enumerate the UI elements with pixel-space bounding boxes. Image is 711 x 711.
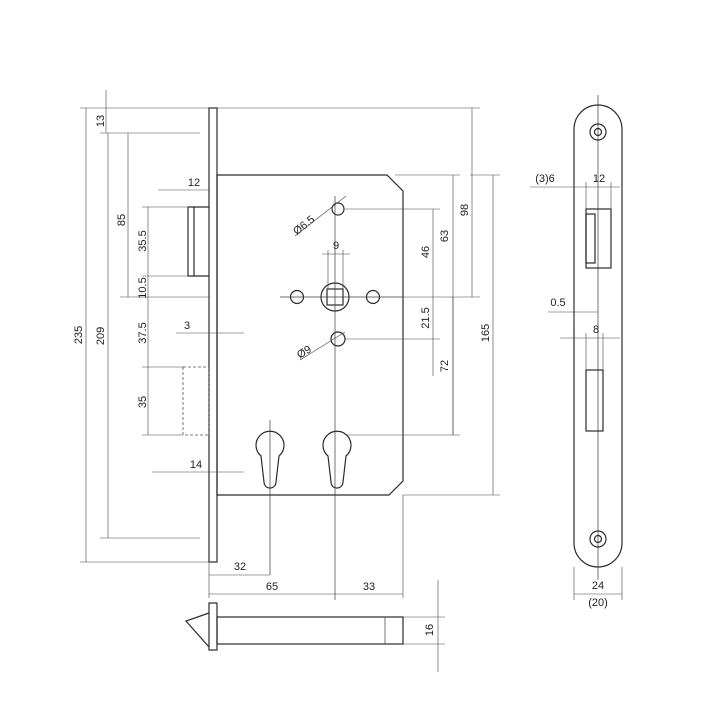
side-screw-bottom-inner — [593, 534, 603, 544]
dim-24: 24 — [592, 580, 604, 592]
dim-33: 33 — [363, 581, 375, 593]
side-screw-bottom — [589, 530, 607, 548]
dim-72: 72 — [439, 360, 451, 372]
section-body — [216, 616, 404, 645]
dim-phi-9: Ø9 — [295, 343, 314, 361]
dim-63: 63 — [439, 230, 451, 242]
faceplate — [208, 107, 218, 563]
lock-body — [216, 174, 404, 496]
dim-3-6: (3)6 — [535, 173, 555, 185]
dim-35-5: 35.5 — [137, 230, 149, 251]
right-dimensions: 98 63 46 21.5 72 165 Ø6.5 Ø9 9 — [217, 107, 500, 496]
dim-98: 98 — [459, 204, 471, 216]
bottom-dimensions: 32 65 33 — [208, 495, 404, 598]
dim-0-5: 0.5 — [550, 297, 565, 309]
dim-65: 65 — [266, 581, 278, 593]
dim-37-5: 37.5 — [137, 322, 149, 343]
cylinder-profile-right — [322, 430, 352, 489]
dim-3: 3 — [184, 320, 190, 332]
screw-hole-top — [331, 202, 345, 216]
dim-85: 85 — [116, 214, 128, 226]
dim-16: 16 — [424, 624, 436, 636]
left-dimensions: 235 13 209 85 35.5 10.5 37.5 35 12 3 — [73, 90, 244, 563]
side-latch — [585, 208, 612, 269]
dim-32: 32 — [234, 561, 246, 573]
side-screw-top — [589, 123, 607, 141]
dim-12-latch: 12 — [188, 177, 200, 189]
section-latch — [184, 612, 210, 648]
latch-bolt — [187, 206, 209, 277]
cylinder-profile-left — [255, 430, 285, 489]
dim-35: 35 — [137, 396, 149, 408]
side-latch-inner — [585, 213, 596, 264]
dim-209: 209 — [95, 327, 107, 345]
dim-13: 13 — [95, 115, 107, 127]
screw-hole-mid — [330, 331, 346, 347]
dim-9: 9 — [333, 240, 339, 252]
side-screw-top-inner — [593, 127, 603, 137]
side-deadbolt — [585, 369, 604, 432]
section-faceplate — [208, 602, 218, 651]
dim-235: 235 — [73, 326, 85, 344]
dim-21-5: 21.5 — [420, 307, 432, 328]
dim-46: 46 — [420, 246, 432, 258]
dim-14: 14 — [190, 459, 202, 471]
side-view: (3)6 12 0.5 8 24 (20) — [530, 95, 623, 609]
dim-phi-6-5: Ø6.5 — [291, 214, 317, 238]
dim-8: 8 — [593, 324, 599, 336]
dim-20: (20) — [588, 597, 608, 609]
dead-bolt — [182, 366, 210, 436]
dim-10-5: 10.5 — [137, 277, 149, 298]
front-view — [182, 107, 404, 600]
dim-165: 165 — [480, 324, 492, 342]
dim-12-side: 12 — [593, 173, 605, 185]
bottom-section-view: 16 — [184, 580, 445, 672]
